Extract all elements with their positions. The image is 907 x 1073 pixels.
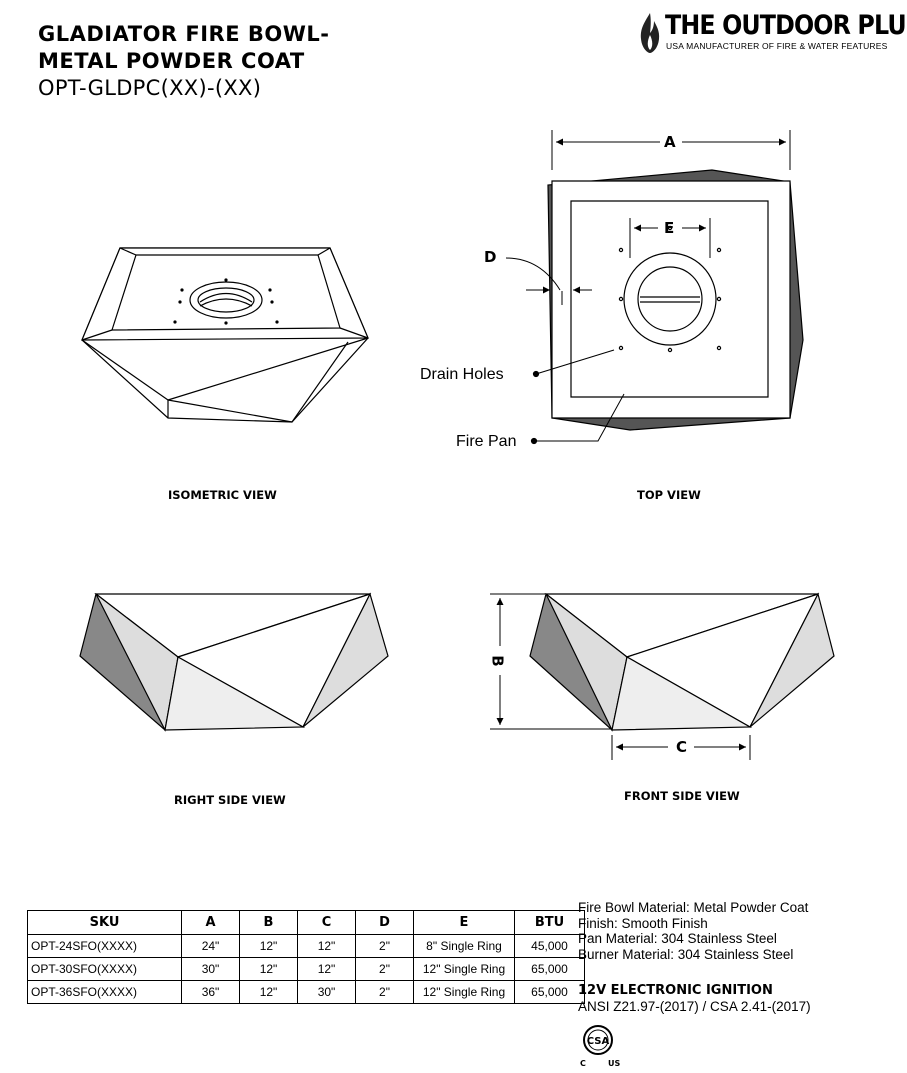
csa-certification-logo: CSA C US xyxy=(578,1022,628,1068)
fire-pan-callout: Fire Pan xyxy=(456,433,517,450)
right-side-view-label: RIGHT SIDE VIEW xyxy=(174,793,286,807)
material-specs: Fire Bowl Material: Metal Powder Coat Fi… xyxy=(578,900,808,962)
header-btu: BTU xyxy=(514,910,585,935)
dimension-c-label: C xyxy=(676,738,688,756)
cell-sku: OPT-30SFO(XXXX) xyxy=(27,957,182,981)
table-row: OPT-36SFO(XXXX) 36" 12" 30" 2" 12" Singl… xyxy=(27,980,585,1004)
dimension-d-label: D xyxy=(484,248,497,266)
csa-text: CSA xyxy=(587,1036,610,1047)
cell-sku: OPT-36SFO(XXXX) xyxy=(27,980,182,1004)
cell-btu: 65,000 xyxy=(514,980,585,1004)
header-e: E xyxy=(413,910,515,935)
sku-table: SKU A B C D E BTU OPT-24SFO(XXXX) 24" 12… xyxy=(27,910,585,1004)
isometric-view-label: ISOMETRIC VIEW xyxy=(168,488,277,502)
cell-c: 12" xyxy=(297,934,356,958)
brand-tagline: USA MANUFACTURER OF FIRE & WATER FEATURE… xyxy=(666,41,888,51)
brand-logo: THE OUTDOOR PLUS USA MANUFACTURER OF FIR… xyxy=(638,8,907,56)
isometric-view-drawing xyxy=(81,247,369,423)
product-title-line-1: GLADIATOR FIRE BOWL- xyxy=(38,22,330,46)
cell-d: 2" xyxy=(355,980,414,1004)
header-c: C xyxy=(297,910,356,935)
header-d: D xyxy=(355,910,414,935)
table-row: OPT-30SFO(XXXX) 30" 12" 12" 2" 12" Singl… xyxy=(27,957,585,981)
table-row: OPT-24SFO(XXXX) 24" 12" 12" 2" 8" Single… xyxy=(27,934,585,958)
cell-e: 12" Single Ring xyxy=(413,980,515,1004)
flame-icon xyxy=(640,13,660,53)
front-side-view-drawing xyxy=(490,592,835,760)
product-model-number: OPT-GLDPC(XX)-(XX) xyxy=(38,76,262,100)
drain-holes-callout: Drain Holes xyxy=(420,366,504,383)
dimension-a-label: A xyxy=(664,133,676,151)
front-side-view-label: FRONT SIDE VIEW xyxy=(624,789,740,803)
csa-us-text: US xyxy=(608,1059,620,1068)
csa-c-text: C xyxy=(580,1059,586,1068)
dimension-e-label: E xyxy=(664,219,675,237)
header-b: B xyxy=(239,910,298,935)
top-view-label: TOP VIEW xyxy=(637,488,701,502)
spec-finish: Finish: Smooth Finish xyxy=(578,915,708,931)
cell-a: 24" xyxy=(181,934,240,958)
dimension-b-label: B xyxy=(488,655,507,667)
cell-e: 8" Single Ring xyxy=(413,934,515,958)
cell-a: 36" xyxy=(181,980,240,1004)
cell-a: 30" xyxy=(181,957,240,981)
cell-d: 2" xyxy=(355,957,414,981)
spec-burner-material: Burner Material: 304 Stainless Steel xyxy=(578,946,794,962)
cell-btu: 65,000 xyxy=(514,957,585,981)
product-title-line-2: METAL POWDER COAT xyxy=(38,49,305,73)
cell-c: 12" xyxy=(297,957,356,981)
cell-c: 30" xyxy=(297,980,356,1004)
spec-bowl-material: Fire Bowl Material: Metal Powder Coat xyxy=(578,900,809,915)
header-a: A xyxy=(181,910,240,935)
cell-sku: OPT-24SFO(XXXX) xyxy=(27,934,182,958)
top-view-drawing xyxy=(505,130,804,445)
cell-b: 12" xyxy=(239,934,298,958)
cell-e: 12" Single Ring xyxy=(413,957,515,981)
cell-b: 12" xyxy=(239,957,298,981)
ignition-title: 12V ELECTRONIC IGNITION xyxy=(578,983,773,998)
table-header-row: SKU A B C D E BTU xyxy=(27,910,585,935)
ignition-standard: ANSI Z21.97-(2017) / CSA 2.41-(2017) xyxy=(578,999,811,1014)
cell-b: 12" xyxy=(239,980,298,1004)
csa-mark-icon: CSA C US xyxy=(580,1025,620,1068)
brand-name: THE OUTDOOR PLUS xyxy=(665,10,907,41)
header-sku: SKU xyxy=(27,910,182,935)
cell-d: 2" xyxy=(355,934,414,958)
spec-pan-material: Pan Material: 304 Stainless Steel xyxy=(578,931,777,946)
right-side-view-drawing xyxy=(79,592,389,732)
cell-btu: 45,000 xyxy=(514,934,585,958)
